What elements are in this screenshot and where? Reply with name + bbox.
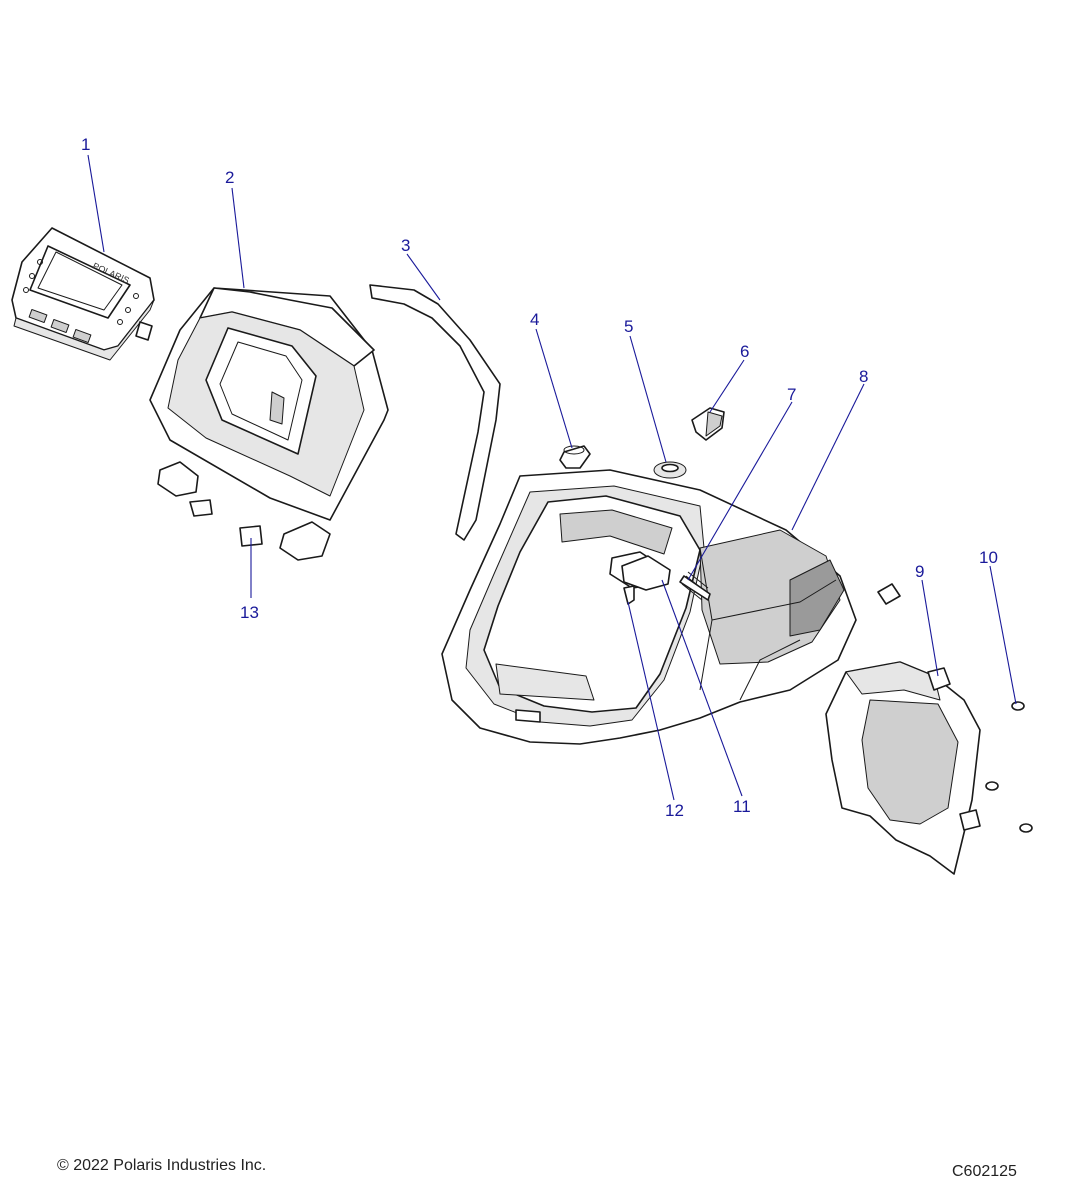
callout-10: 10	[979, 548, 998, 567]
copyright-text: © 2022 Polaris Industries Inc.	[57, 1157, 267, 1174]
part-spring	[679, 571, 711, 601]
part-screws	[985, 701, 1033, 833]
part-gauge-bezel	[149, 287, 389, 561]
callout-4: 4	[530, 310, 539, 329]
part-pod-housing	[441, 469, 857, 745]
callout-9: 9	[915, 562, 924, 581]
part-gauge: POLARIS	[11, 227, 155, 361]
callout-5: 5	[624, 317, 633, 336]
part-clip	[691, 407, 725, 441]
callout-6: 6	[740, 342, 749, 361]
part-grommet	[653, 461, 687, 479]
part-latch	[621, 555, 671, 591]
callout-13: 13	[240, 603, 259, 622]
callout-labels: 1 2 3 4 5 6 7 8 9 10 11 12 13	[81, 135, 998, 820]
part-seal-strip	[369, 284, 501, 541]
leader-lines	[87, 154, 1017, 801]
part-plug	[559, 445, 591, 469]
callout-3: 3	[401, 236, 410, 255]
callout-7: 7	[787, 385, 796, 404]
callout-1: 1	[81, 135, 90, 154]
figure-id: C602125	[952, 1163, 1017, 1180]
part-cover	[825, 583, 981, 875]
callout-8: 8	[859, 367, 868, 386]
callout-11: 11	[733, 797, 751, 816]
part-screw	[623, 585, 635, 605]
callout-2: 2	[225, 168, 234, 187]
callout-12: 12	[665, 801, 684, 820]
